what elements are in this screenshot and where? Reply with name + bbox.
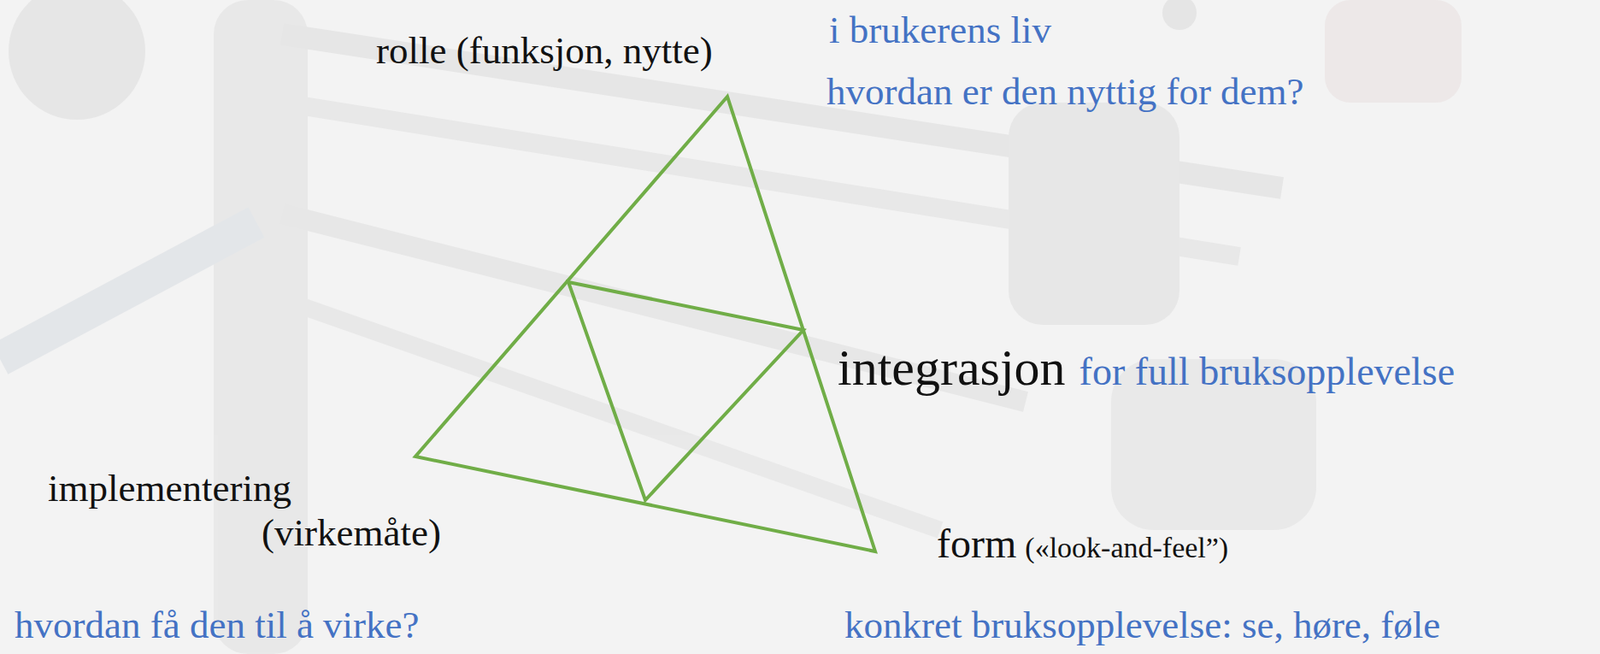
implementation-question: hvordan få den til å virke?: [14, 603, 420, 648]
form-note: konkret bruksopplevelse: se, høre, føle: [844, 603, 1441, 648]
inner-triangle: [568, 282, 804, 500]
outer-triangle: [415, 96, 876, 552]
role-label: rolle (funksjon, nytte): [376, 29, 713, 74]
triangle-figure: [415, 96, 876, 552]
role-question: hvordan er den nyttig for dem?: [826, 70, 1305, 115]
faded-robot-hand: [0, 0, 1462, 654]
form-subtitle: («look-and-feel”): [1024, 530, 1229, 565]
implementation-label: implementering (virkemåte): [47, 466, 442, 556]
integration-note: for full bruksopplevelse: [1079, 349, 1455, 395]
form-label: form: [936, 519, 1017, 567]
label-row: form(«look-and-feel”): [936, 519, 1229, 567]
label-row: integrasjon for full bruksopplevelse: [837, 338, 1455, 398]
role-note: i brukerens liv: [829, 8, 1052, 53]
integration-label: integrasjon: [837, 338, 1066, 398]
